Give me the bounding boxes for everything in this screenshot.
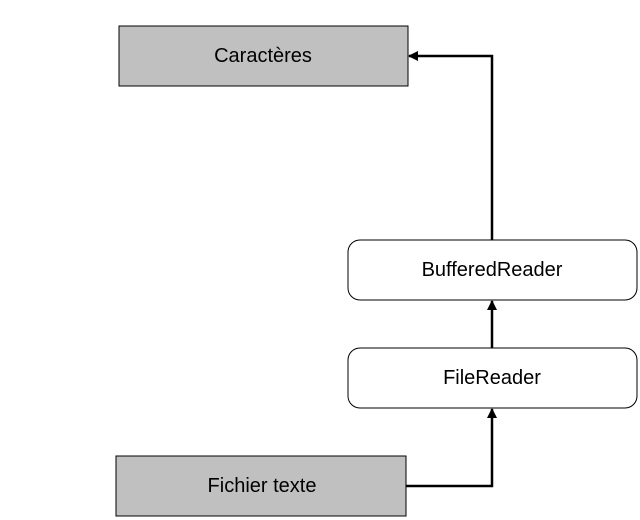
edge-fichier-texte-to-file-reader bbox=[406, 408, 497, 488]
node-buffered-reader: BufferedReader bbox=[347, 239, 638, 301]
edge-buffered-reader-to-caracteres bbox=[408, 51, 494, 240]
node-file-reader: FileReader bbox=[347, 347, 638, 409]
node-buffered-reader-label: BufferedReader bbox=[422, 259, 563, 281]
node-caracteres-label: Caractères bbox=[214, 45, 312, 67]
node-fichier-texte: Fichier texte bbox=[115, 455, 407, 517]
node-file-reader-label: FileReader bbox=[443, 367, 541, 389]
node-caracteres: Caractères bbox=[118, 25, 409, 87]
node-fichier-texte-label: Fichier texte bbox=[208, 475, 317, 497]
node-caracteres-box bbox=[118, 25, 409, 87]
